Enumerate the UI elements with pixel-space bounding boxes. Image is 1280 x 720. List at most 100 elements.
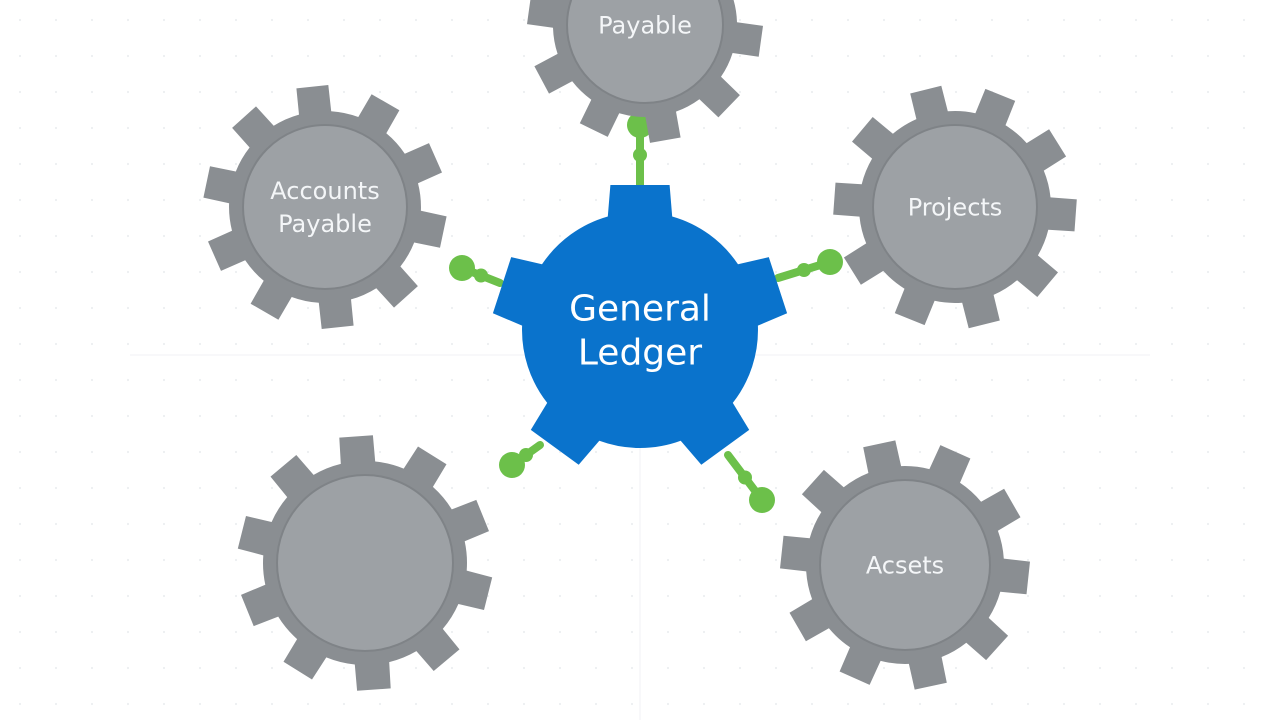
grid-dot	[774, 450, 778, 454]
connector	[499, 441, 544, 478]
grid-dot	[198, 702, 202, 706]
grid-dot	[738, 594, 742, 598]
grid-dot	[1062, 54, 1066, 58]
grid-dot	[450, 486, 454, 490]
grid-dot	[630, 702, 634, 706]
grid-dot	[1062, 630, 1066, 634]
grid-dot	[810, 162, 814, 166]
grid-dot	[1170, 702, 1174, 706]
grid-dot	[1098, 162, 1102, 166]
grid-dot	[1062, 126, 1066, 130]
grid-dot	[810, 234, 814, 238]
grid-dot	[1242, 162, 1246, 166]
grid-dot	[1026, 450, 1030, 454]
grid-dot	[126, 702, 130, 706]
grid-dot	[18, 162, 22, 166]
grid-dot	[1206, 54, 1210, 58]
grid-dot	[1134, 234, 1138, 238]
grid-dot	[234, 306, 238, 310]
grid-dot	[126, 378, 130, 382]
gear-left-label: Accounts	[270, 177, 379, 205]
grid-dot	[666, 666, 670, 670]
grid-dot	[306, 18, 310, 22]
grid-dot	[126, 522, 130, 526]
grid-dot	[126, 18, 130, 22]
gear-right-label: Projects	[908, 193, 1003, 221]
grid-dot	[270, 90, 274, 94]
grid-dot	[90, 342, 94, 346]
grid-dot	[18, 522, 22, 526]
grid-dot	[90, 558, 94, 562]
grid-dot	[1206, 378, 1210, 382]
grid-dot	[414, 378, 418, 382]
grid-dot	[702, 162, 706, 166]
grid-dot	[162, 342, 166, 346]
grid-dot	[774, 126, 778, 130]
grid-dot	[450, 18, 454, 22]
grid-dot	[450, 414, 454, 418]
grid-dot	[990, 54, 994, 58]
grid-dot	[846, 162, 850, 166]
grid-dot	[414, 306, 418, 310]
grid-dot	[18, 306, 22, 310]
grid-dot	[1170, 594, 1174, 598]
grid-dot	[810, 666, 814, 670]
grid-dot	[270, 630, 274, 634]
grid-dot	[126, 54, 130, 58]
grid-dot	[126, 342, 130, 346]
grid-dot	[234, 342, 238, 346]
grid-dot	[270, 18, 274, 22]
grid-dot	[306, 54, 310, 58]
grid-dot	[918, 702, 922, 706]
grid-dot	[918, 18, 922, 22]
gear-face	[819, 479, 991, 651]
grid-dot	[1170, 162, 1174, 166]
grid-dot	[1242, 450, 1246, 454]
grid-dot	[54, 666, 58, 670]
grid-dot	[1062, 342, 1066, 346]
grid-dot	[486, 162, 490, 166]
grid-dot	[198, 414, 202, 418]
grid-dot	[18, 126, 22, 130]
grid-dot	[270, 702, 274, 706]
grid-dot	[306, 414, 310, 418]
grid-dot	[54, 522, 58, 526]
grid-dot	[1062, 270, 1066, 274]
grid-dot	[450, 666, 454, 670]
grid-dot	[918, 378, 922, 382]
grid-dot	[1170, 270, 1174, 274]
grid-dot	[1134, 450, 1138, 454]
grid-dot	[846, 90, 850, 94]
grid-dot	[1242, 666, 1246, 670]
grid-dot	[198, 270, 202, 274]
grid-dot	[738, 54, 742, 58]
grid-dot	[738, 90, 742, 94]
grid-dot	[1098, 414, 1102, 418]
grid-dot	[450, 630, 454, 634]
grid-dot	[1098, 306, 1102, 310]
grid-dot	[1134, 630, 1138, 634]
grid-dot	[234, 162, 238, 166]
grid-dot	[1026, 558, 1030, 562]
grid-dot	[234, 630, 238, 634]
grid-dot	[378, 90, 382, 94]
grid-dot	[414, 414, 418, 418]
grid-dot	[522, 594, 526, 598]
grid-dot	[90, 378, 94, 382]
grid-dot	[990, 342, 994, 346]
grid-dot	[954, 342, 958, 346]
grid-dot	[1134, 18, 1138, 22]
grid-dot	[774, 594, 778, 598]
grid-dot	[54, 594, 58, 598]
grid-dot	[918, 342, 922, 346]
grid-dot	[1170, 414, 1174, 418]
grid-dot	[594, 486, 598, 490]
grid-dot	[54, 414, 58, 418]
grid-dot	[1098, 234, 1102, 238]
grid-dot	[774, 486, 778, 490]
grid-dot	[882, 54, 886, 58]
grid-dot	[54, 342, 58, 346]
grid-dot	[630, 162, 634, 166]
